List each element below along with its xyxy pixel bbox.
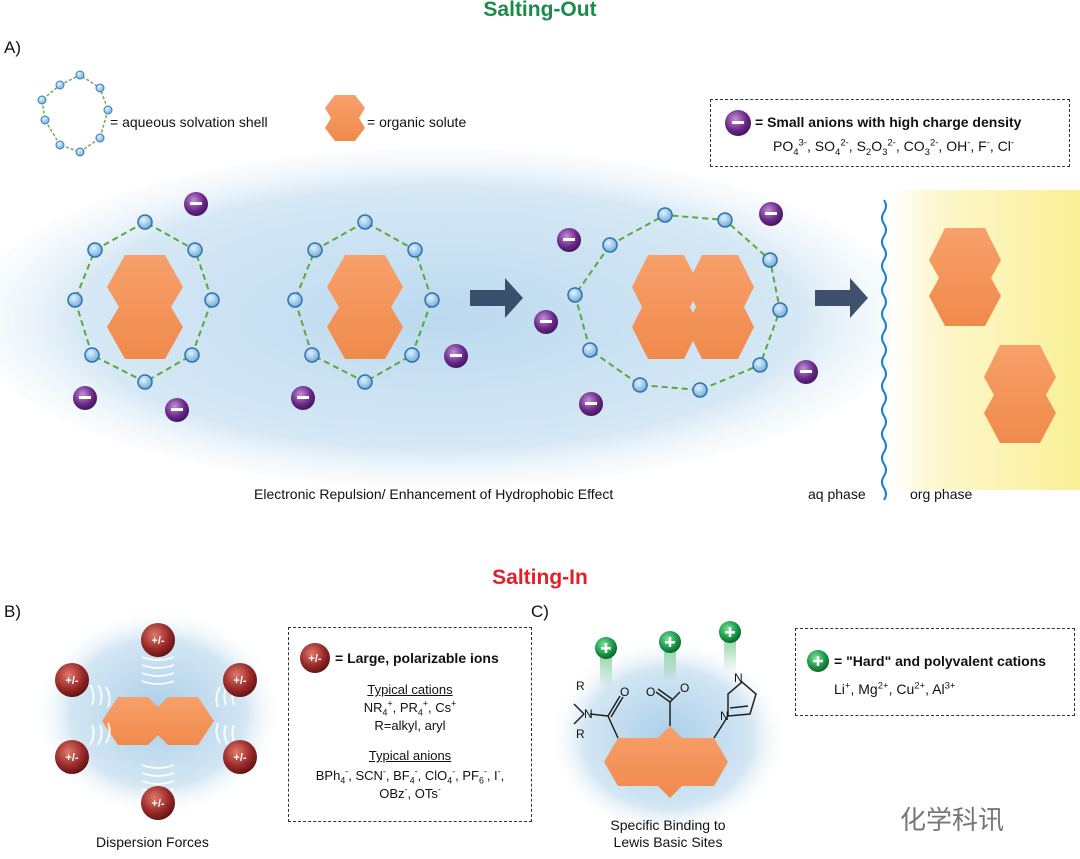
solute-c	[604, 726, 728, 798]
chem-r-bottom: R	[576, 727, 585, 741]
legend-shell-label: = aqueous solvation shell	[110, 114, 268, 130]
ion-formula: Cl-	[997, 137, 1015, 154]
ion-label-right-top: +/-	[233, 675, 246, 687]
ion-formula: BF4-	[393, 766, 418, 786]
solvation-shell-1	[67, 214, 220, 390]
repulsion-caption: Electronic Repulsion/ Enhancement of Hyd…	[254, 486, 614, 502]
solute-b	[102, 697, 214, 745]
anion-box: = Small anions with high charge density …	[710, 99, 1070, 167]
panel-a-graphic	[0, 70, 1080, 501]
ion-formula: S2O32-	[856, 137, 896, 158]
legend-solute-icon	[325, 95, 365, 141]
polarizable-ion-icon: +/-	[300, 643, 330, 673]
arrow-right-2	[815, 278, 868, 318]
chem-o-carboxylate: O	[646, 685, 655, 699]
ion-label-left-bottom: +/-	[65, 752, 78, 764]
anion-list-line1: BPh4-, SCN-, BF4-, ClO4-, PF6-, I-,	[315, 766, 505, 786]
panel-a-label: A)	[4, 38, 21, 57]
solvation-shell-merged	[567, 207, 788, 398]
ion-formula: Li+	[834, 680, 851, 697]
polarizable-ion-icon-label: +/-	[308, 653, 321, 665]
ion-formula: SCN-	[355, 766, 386, 783]
org-solute-2	[984, 345, 1056, 443]
ion-label-bottom: +/-	[151, 798, 164, 810]
ion-formula: CO32-	[903, 137, 939, 158]
ion-formula: Al3+	[932, 680, 956, 697]
aqueous-glow	[0, 148, 910, 488]
aq-phase-label: aq phase	[808, 486, 866, 502]
ion-formula: Cu2+	[896, 680, 926, 697]
polarizable-ions-b	[55, 623, 257, 820]
chem-r-top: R	[576, 679, 585, 693]
anions-panel-a	[73, 192, 818, 422]
cation-list: NR4+, PR4+, Cs+	[363, 698, 457, 718]
ion-box-heading: = Large, polarizable ions	[335, 650, 499, 666]
cations-heading: Typical cations	[367, 682, 453, 697]
anion-list-line2: OBz-, OTs-	[379, 784, 441, 801]
cation-box-heading: = "Hard" and polyvalent cations	[834, 653, 1047, 669]
anion-list: PO43-, SO42-, S2O32-, CO32-, OH-, F-, Cl…	[773, 137, 1015, 158]
chem-o-amide: O	[620, 685, 629, 699]
solvation-shell-2	[287, 214, 440, 390]
panel-b-label: B)	[4, 602, 21, 621]
binding-caption-line2: Lewis Basic Sites	[613, 834, 723, 850]
salting-out-title: Salting-Out	[483, 0, 597, 21]
ion-formula: Cs+	[435, 698, 457, 715]
hard-cation-box: = "Hard" and polyvalent cations Li+, Mg2…	[795, 628, 1075, 716]
ion-formula: PO43-	[773, 137, 807, 158]
legend-shell-icon	[37, 70, 113, 157]
chem-n-imid-bottom: N	[720, 709, 729, 723]
chem-n-amide: N	[584, 707, 593, 721]
ion-formula: OTs-	[414, 784, 441, 801]
legend-solute-label: = organic solute	[367, 114, 467, 130]
chem-o-minus: O	[680, 681, 689, 695]
ion-formula: ClO4-	[424, 766, 456, 786]
hard-cation-icon	[807, 650, 829, 672]
org-solute-1	[929, 228, 1001, 326]
panel-c-graphic: R R N O O O N N	[548, 621, 788, 828]
ion-formula: OBz-	[379, 784, 408, 801]
anion-box-heading: = Small anions with high charge density	[755, 114, 1022, 130]
salting-in-title: Salting-In	[492, 566, 588, 589]
org-phase-label: org phase	[910, 486, 973, 502]
ion-formula: NR4+	[363, 698, 393, 718]
solute-2	[327, 255, 403, 359]
anions-heading: Typical anions	[368, 748, 452, 763]
ion-formula: SO42-	[814, 137, 849, 158]
ion-formula: PR4+	[399, 698, 428, 718]
dispersion-caption: Dispersion Forces	[96, 834, 209, 850]
arrow-right-1	[470, 278, 523, 318]
solute-1	[107, 255, 183, 359]
ion-formula: F-	[978, 137, 990, 154]
solute-3b	[686, 255, 754, 359]
polarizable-ion-box: +/- = Large, polarizable ions Typical ca…	[288, 627, 532, 822]
cation-note: R=alkyl, aryl	[374, 718, 446, 733]
ion-formula: BPh4-	[315, 766, 349, 786]
anion-icon	[725, 110, 751, 136]
ion-label-top: +/-	[151, 635, 164, 647]
watermark: 化学科讯	[900, 805, 1005, 835]
ion-formula: PF6-	[462, 766, 487, 786]
ion-formula: OH-	[946, 137, 971, 154]
ion-formula: Mg2+	[858, 680, 889, 697]
panel-c-label: C)	[531, 602, 549, 621]
hard-cation-list: Li+, Mg2+, Cu2+, Al3+	[834, 680, 956, 697]
panel-b-graphic: +/- +/- +/- +/- +/- +/-	[33, 608, 283, 820]
chem-n-imid-top: N	[734, 671, 743, 685]
phase-boundary	[881, 199, 887, 501]
ion-formula: I-	[494, 766, 501, 783]
ion-label-left-top: +/-	[65, 675, 78, 687]
ion-label-right-bottom: +/-	[233, 752, 246, 764]
solute-3a	[632, 255, 700, 359]
binding-caption-line1: Specific Binding to	[610, 817, 726, 833]
